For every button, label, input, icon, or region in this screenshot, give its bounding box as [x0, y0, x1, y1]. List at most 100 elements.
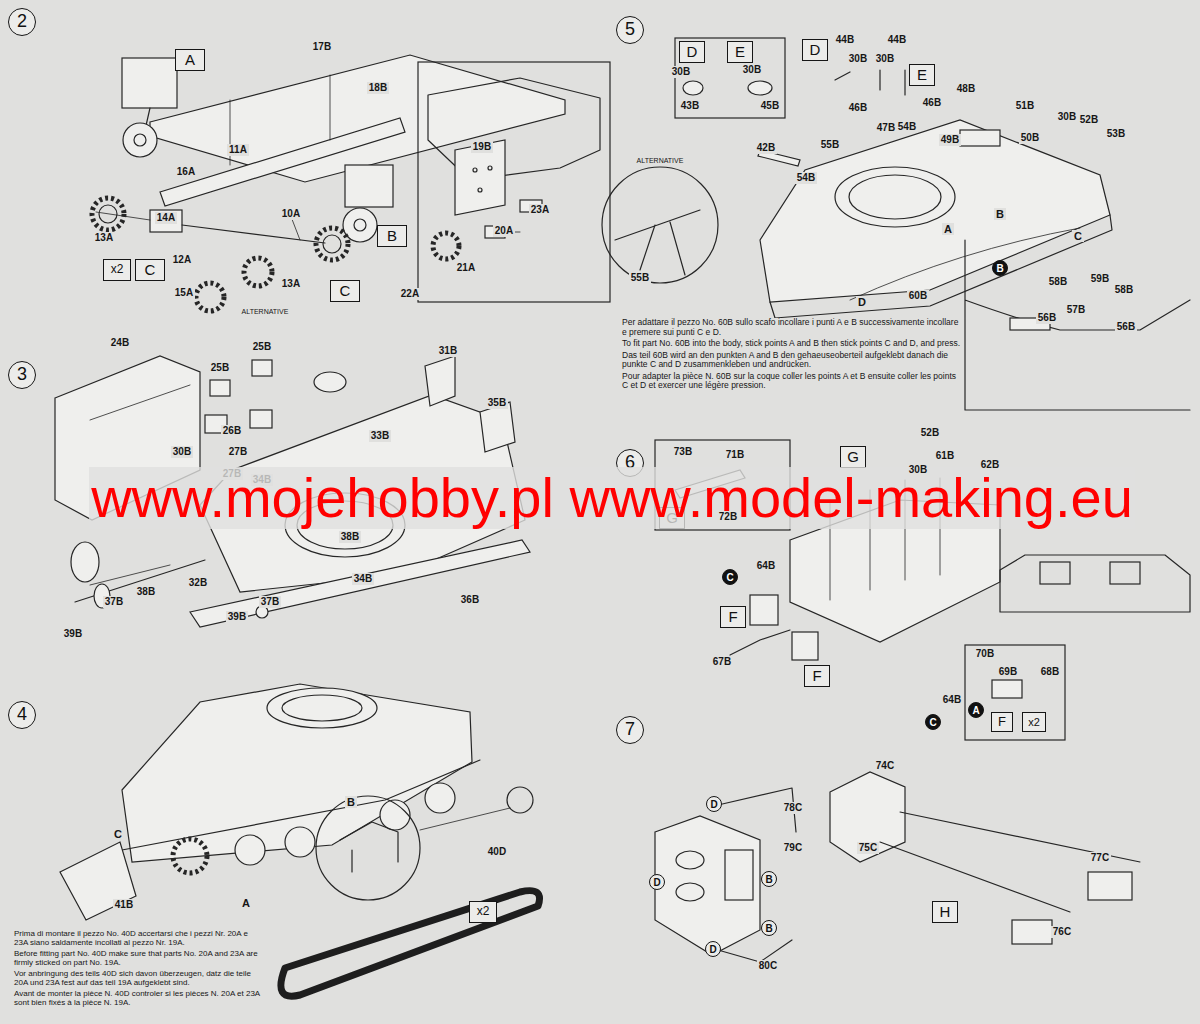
node-text: B: [765, 923, 772, 934]
part-number: 57B: [1065, 304, 1087, 315]
rear-hull-drawing: [1000, 555, 1190, 612]
upper-hull-drawing: [965, 240, 1190, 410]
suspension-drawing: [478, 188, 482, 192]
exhaust-drawing: [655, 816, 760, 955]
suspension-drawing: [123, 123, 157, 157]
part-number: 23A: [529, 204, 551, 215]
node-text: D: [653, 877, 660, 888]
upper-hull-drawing: [615, 210, 700, 275]
assembly-note: Avant de monter la pièce N. 40D controle…: [12, 990, 266, 1008]
exhaust-drawing: [676, 883, 704, 901]
rear-hull-drawing: [730, 630, 790, 655]
part-number: 52B: [1078, 114, 1100, 125]
tank-drawing: [282, 695, 362, 721]
node-text: A: [185, 52, 195, 69]
part-number: 12A: [171, 254, 193, 265]
part-number: 49B: [939, 134, 961, 145]
node-text: A: [972, 705, 979, 716]
upper-hull-drawing: [835, 167, 955, 227]
part-number: 30B: [847, 53, 869, 64]
point-letter: B: [994, 208, 1006, 220]
point-letter: C: [1072, 230, 1084, 242]
upper-hull-drawing: [960, 130, 1000, 146]
group-letter: H: [932, 901, 958, 923]
part-number: 56B: [1115, 321, 1137, 332]
node-text: 7: [625, 720, 635, 740]
node-text: 5: [625, 20, 635, 40]
part-number: 48B: [955, 83, 977, 94]
part-number: 39B: [62, 628, 84, 639]
part-number: 13A: [93, 232, 115, 243]
assembly-note: Prima di montare il pezzo No. 40D accert…: [12, 930, 266, 948]
point-marker: C: [722, 569, 738, 585]
part-number: 39B: [226, 611, 248, 622]
node-text: D: [709, 944, 716, 955]
node-text: B: [387, 228, 397, 245]
suspension-drawing: [345, 165, 393, 207]
part-number: 30B: [741, 64, 763, 75]
suspension-drawing: [428, 78, 600, 180]
part-number: 20A: [493, 225, 515, 236]
part-number: 77C: [1089, 852, 1111, 863]
part-number: 17B: [311, 41, 333, 52]
part-number: 53B: [1105, 128, 1127, 139]
hull-drawing: [250, 410, 272, 428]
group-letter: E: [727, 41, 753, 63]
part-number: 10A: [280, 208, 302, 219]
part-number: 58B: [1047, 276, 1069, 287]
part-number: 62B: [979, 459, 1001, 470]
node-text: D: [710, 799, 717, 810]
point-marker: C: [925, 714, 941, 730]
part-number: 50B: [1019, 132, 1041, 143]
rear-hull-drawing: [1110, 562, 1140, 584]
point-marker: D: [706, 796, 722, 812]
tank-drawing: [507, 787, 533, 813]
node-text: D: [687, 44, 698, 61]
part-number: 44B: [834, 34, 856, 45]
node-text: F: [728, 609, 737, 626]
part-number: 64B: [941, 694, 963, 705]
tank-drawing: [420, 808, 510, 830]
assembly-note: Vor anbringung des teils 40D sich davon …: [12, 970, 266, 988]
suspension-drawing: [316, 228, 348, 260]
hull-drawing: [256, 606, 268, 618]
group-letter: C: [330, 280, 360, 302]
node-text: x2: [111, 263, 124, 276]
node-text: F: [812, 668, 821, 685]
node-text: 2: [17, 12, 27, 32]
node-text: C: [340, 283, 351, 300]
suspension-drawing: [354, 219, 366, 231]
part-number: 27B: [227, 446, 249, 457]
part-number: 54B: [795, 172, 817, 183]
suspension-drawing: [122, 58, 177, 108]
suspension-drawing: [160, 118, 405, 206]
part-number: 52B: [919, 427, 941, 438]
part-number: 43B: [679, 100, 701, 111]
part-number: 21A: [455, 262, 477, 273]
part-number: 22A: [399, 288, 421, 299]
step-number: 7: [616, 716, 644, 744]
node-text: D: [810, 42, 821, 59]
part-number: 51B: [1014, 100, 1036, 111]
hull-drawing: [425, 356, 455, 406]
exhaust-drawing: [1012, 920, 1052, 944]
part-number: 40D: [486, 846, 508, 857]
point-letter: D: [856, 296, 868, 308]
point-marker: B: [992, 260, 1008, 276]
part-number: 42B: [755, 142, 777, 153]
hull-drawing: [90, 565, 170, 585]
group-letter: D: [679, 41, 705, 63]
step-number: 2: [8, 8, 36, 36]
tank-drawing: [173, 839, 207, 873]
part-number: 13A: [280, 278, 302, 289]
assembly-note: Before fitting part No. 40D make sure th…: [12, 950, 266, 968]
group-letter: E: [909, 64, 935, 86]
part-number: 32B: [187, 577, 209, 588]
suspension-drawing: [433, 233, 459, 259]
part-number: 46B: [921, 97, 943, 108]
part-number: 36B: [459, 594, 481, 605]
upper-hull-drawing: [849, 175, 941, 219]
part-number: 37B: [259, 596, 281, 607]
part-number: 59B: [1089, 273, 1111, 284]
